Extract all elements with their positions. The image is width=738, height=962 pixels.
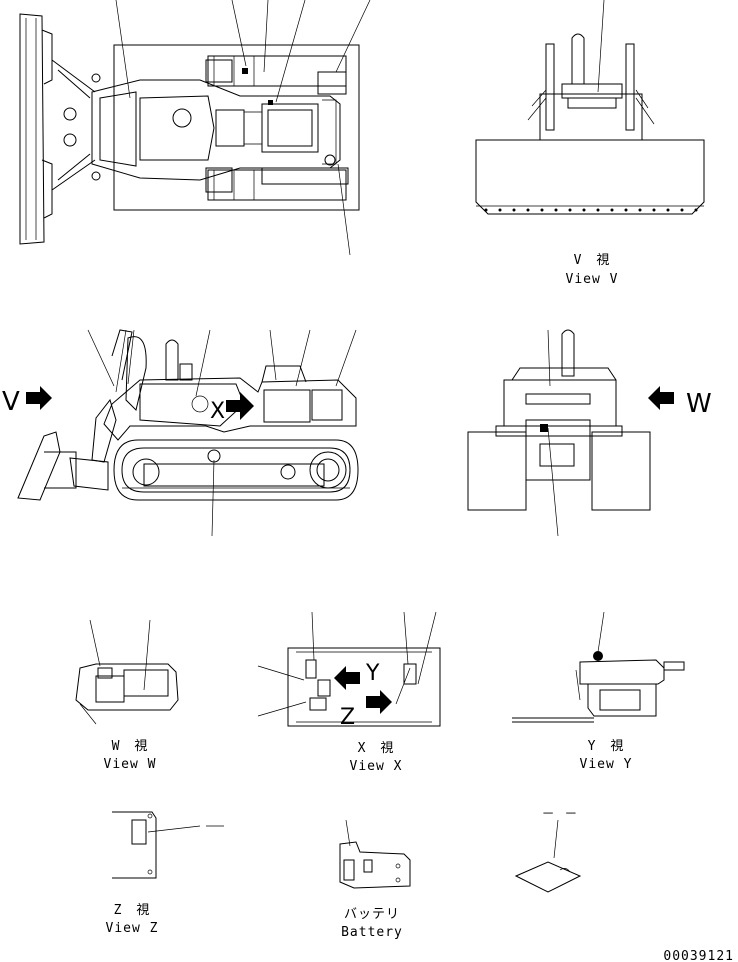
view-w-detail-drawing [75,619,179,725]
view-w-marker: W [686,389,712,419]
blade-bolt-row [484,208,698,212]
top-view-drawing [19,0,371,256]
battery-caption-en: Battery [341,925,403,940]
view-x-detail-drawing [257,611,441,727]
view-v-caption-jp: V 視 [574,253,611,268]
view-z-detail-drawing [112,811,224,879]
view-y-caption-en: View Y [580,757,633,772]
view-y-marker: Y [365,661,380,686]
view-x-caption-en: View X [350,759,403,774]
drawing-number: 00039121 [663,949,734,962]
view-w-caption-jp: W 視 [112,739,149,754]
loose-label-drawing [514,819,582,893]
view-z-caption-jp: Z 視 [114,903,151,918]
view-z-marker: Z [340,705,355,730]
view-y-caption-jp: Y 視 [588,739,625,754]
view-z-caption-en: View Z [106,921,159,936]
rear-view-drawing [467,329,651,537]
battery-caption-jp: バッテリ [344,907,400,922]
view-x-caption-jp: X 視 [358,741,395,756]
view-w-arrow-icon [648,386,674,410]
dash-mark: － － [542,807,579,822]
side-view-drawing [17,329,359,537]
view-y-detail-drawing [512,611,685,723]
view-v-caption-en: View V [566,272,619,287]
view-w-caption-en: View W [104,757,157,772]
view-v-marker: V [2,387,20,417]
battery-detail-drawing [339,819,411,889]
view-v-drawing [475,0,705,215]
view-v-arrow-icon [26,386,52,410]
view-x-marker: X [210,399,225,424]
